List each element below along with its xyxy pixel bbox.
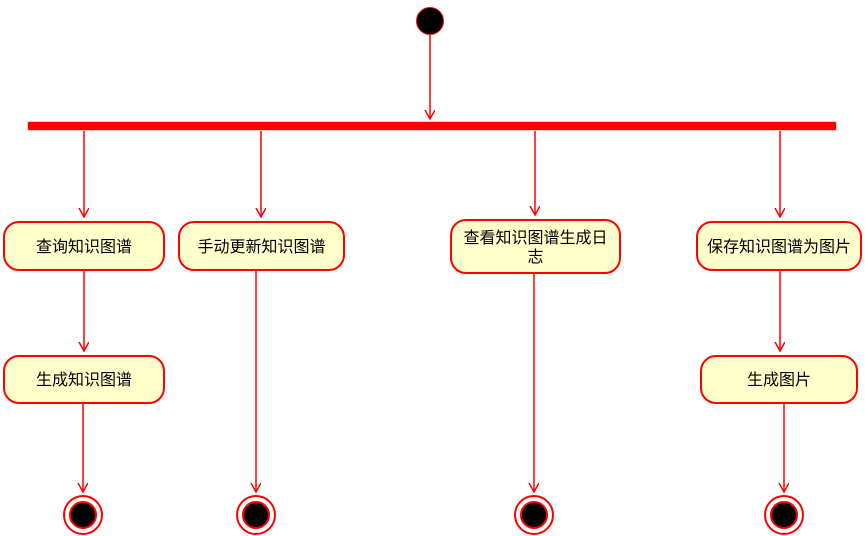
- initial-node: [416, 7, 444, 35]
- activity-manual-update-knowledge-graph: 手动更新知识图谱: [178, 221, 345, 271]
- activity-label: 保存知识图谱为图片: [706, 236, 851, 256]
- final-node-core: [69, 501, 97, 529]
- activity-label: 生成知识图谱: [35, 370, 132, 389]
- activity-label: 查看知识图谱生成日志: [463, 227, 608, 266]
- activity-generate-knowledge-graph: 生成知识图谱: [3, 355, 165, 404]
- activity-query-knowledge-graph: 查询知识图谱: [3, 221, 165, 271]
- final-node-1: [63, 495, 103, 535]
- final-node-core: [242, 501, 270, 529]
- final-node-2: [236, 495, 276, 535]
- activity-label: 生成图片: [746, 370, 811, 389]
- final-node-core: [770, 501, 798, 529]
- activity-generate-image: 生成图片: [700, 355, 858, 404]
- final-node-3: [514, 495, 554, 535]
- final-node-core: [520, 501, 548, 529]
- final-node-4: [764, 495, 804, 535]
- activity-label: 手动更新知识图谱: [197, 236, 326, 256]
- activity-save-graph-as-image: 保存知识图谱为图片: [696, 221, 862, 271]
- fork-bar: [28, 122, 836, 130]
- activity-view-generation-log: 查看知识图谱生成日志: [450, 219, 621, 274]
- activity-label: 查询知识图谱: [35, 236, 132, 256]
